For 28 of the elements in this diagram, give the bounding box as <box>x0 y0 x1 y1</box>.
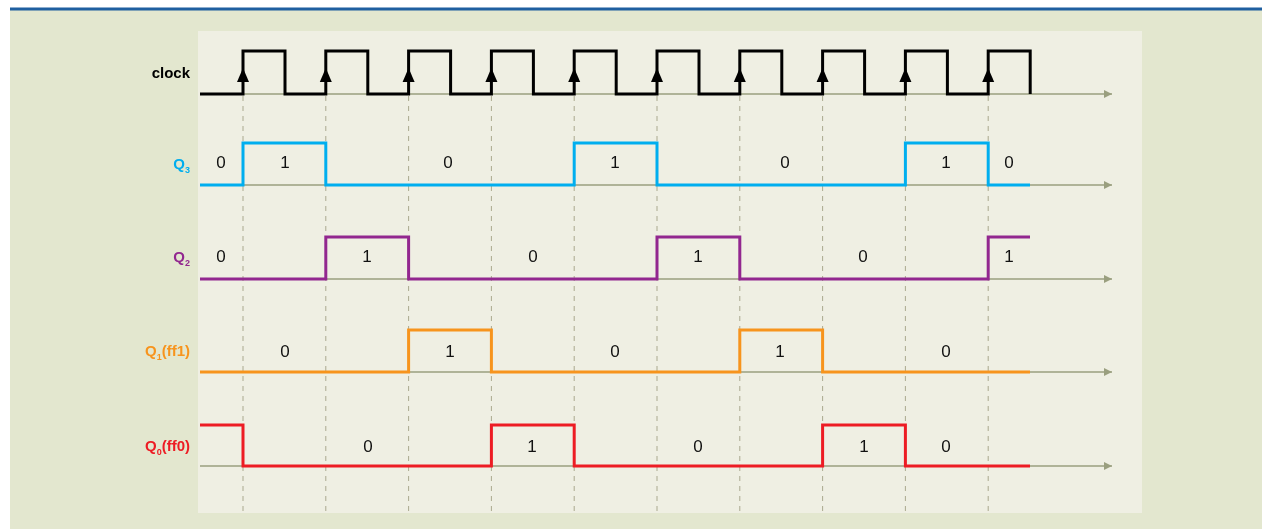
bit-value: 0 <box>780 153 790 171</box>
signal-label: Q$_{3}$ <box>173 155 190 175</box>
bit-value: 0 <box>858 247 868 265</box>
bit-value: 0 <box>280 342 290 360</box>
bit-value: 1 <box>941 153 951 171</box>
bit-value: 0 <box>941 342 951 360</box>
bit-value: 0 <box>1004 153 1014 171</box>
bit-value: 0 <box>610 342 620 360</box>
bit-value: 0 <box>528 247 538 265</box>
bit-value: 0 <box>693 437 703 455</box>
signal-label: clock <box>151 64 190 80</box>
bit-value: 0 <box>941 437 951 455</box>
bit-value: 1 <box>527 437 537 455</box>
bit-value: 1 <box>859 437 869 455</box>
bit-value: 1 <box>610 153 620 171</box>
bit-value: 0 <box>216 247 226 265</box>
signal-label: Q$_{0}$(ff0) <box>145 437 190 457</box>
signal-label: Q$_{1}$(ff1) <box>145 342 190 362</box>
bit-value: 1 <box>445 342 455 360</box>
bit-value: 0 <box>443 153 453 171</box>
bit-value: 1 <box>693 247 703 265</box>
bit-value: 1 <box>1004 247 1014 265</box>
signal-label: Q$_{2}$ <box>173 248 190 268</box>
bit-value: 1 <box>775 342 785 360</box>
bit-value: 0 <box>216 153 226 171</box>
bit-value: 1 <box>280 153 290 171</box>
bit-value: 0 <box>363 437 373 455</box>
bit-value: 1 <box>362 247 372 265</box>
